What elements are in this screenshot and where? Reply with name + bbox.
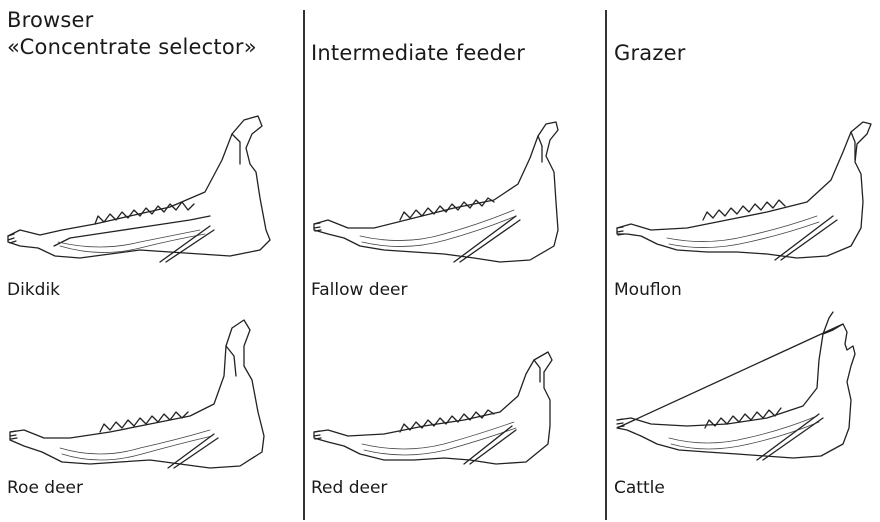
heading-line-1: Intermediate feeder (311, 40, 525, 67)
mandible-icon (607, 310, 880, 470)
specimen-label: Dikdik (7, 280, 60, 300)
specimen-label: Fallow deer (311, 280, 408, 300)
mandible-icon (0, 112, 290, 272)
column-heading: Browser «Concentrate selector» (7, 7, 257, 61)
specimen-label: Roe deer (7, 478, 83, 498)
heading-line-2: «Concentrate selector» (7, 34, 257, 61)
mandible-icon (0, 316, 290, 476)
column-heading: Intermediate feeder (311, 40, 525, 67)
mandible-icon (304, 316, 604, 476)
mandible-red-deer (304, 316, 604, 476)
specimen-label: Red deer (311, 478, 387, 498)
specimen-label: Mouflon (614, 280, 682, 300)
column-browser: Browser «Concentrate selector» Dikdik (0, 0, 290, 522)
specimen-label: Cattle (614, 478, 665, 498)
mandible-mouflon (607, 112, 880, 272)
mandible-dikdik (0, 112, 290, 272)
heading-line-1: Browser (7, 7, 257, 34)
mandible-icon (607, 112, 880, 272)
mandible-fallow-deer (304, 112, 604, 272)
column-grazer: Grazer Mouflon Cattle (607, 0, 880, 522)
mandible-roe-deer (0, 316, 290, 476)
mandible-cattle (607, 310, 880, 470)
mandible-icon (304, 112, 604, 272)
column-intermediate-feeder: Intermediate feeder Fallow deer Red deer (304, 0, 604, 522)
heading-line-1: Grazer (614, 40, 686, 67)
column-heading: Grazer (614, 40, 686, 67)
